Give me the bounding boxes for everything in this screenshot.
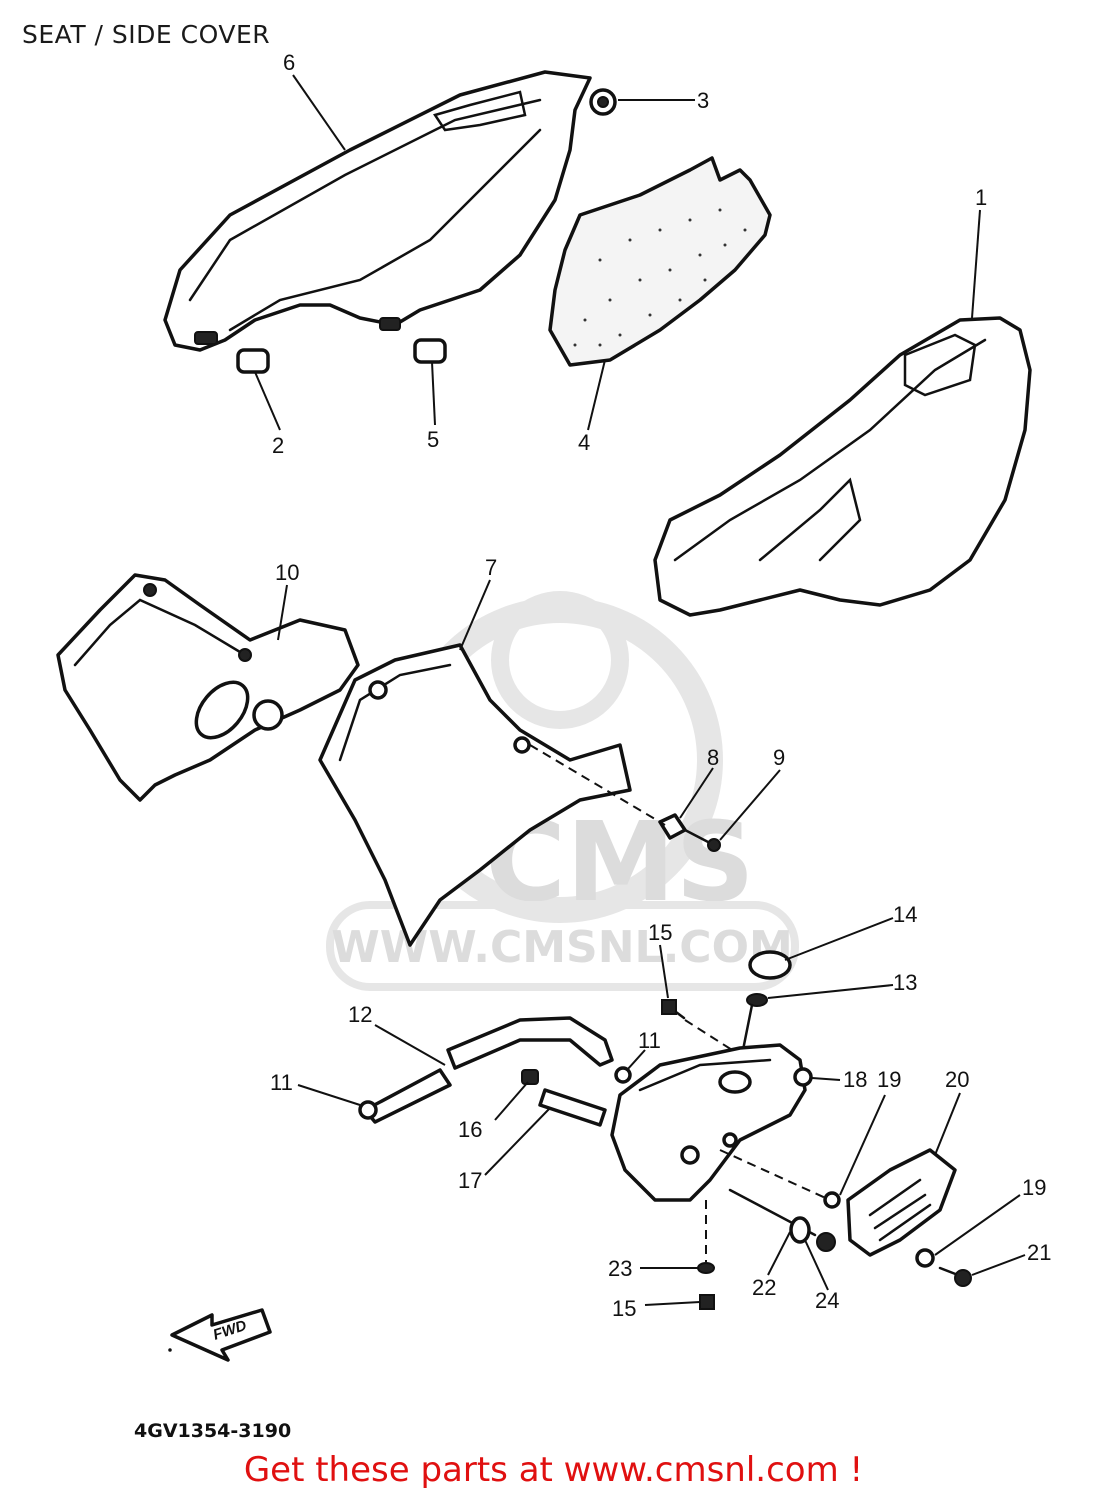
part-10-front-cover [56, 573, 360, 802]
part-17-hose-short [538, 1088, 607, 1127]
callout-1: 1 [975, 185, 987, 210]
part-4-foam-pad [548, 156, 772, 367]
part-7-lower-cover [318, 643, 632, 947]
part-23-washer [697, 1262, 715, 1274]
callout-15-top: 15 [648, 920, 672, 945]
watermark-url: WWW.CMSNL.COM [331, 922, 793, 973]
part-14-cap [748, 950, 792, 980]
part-13-washer [746, 993, 768, 1007]
callout-10: 10 [275, 560, 299, 585]
callout-4: 4 [578, 430, 590, 455]
callout-19-upper: 19 [877, 1067, 901, 1092]
part-24-washer [789, 1216, 811, 1244]
callout-6: 6 [283, 50, 295, 75]
callout-11-right: 11 [638, 1028, 661, 1053]
callout-21: 21 [1027, 1240, 1051, 1265]
part-19-washer-lower [915, 1248, 935, 1268]
callout-16: 16 [458, 1117, 482, 1142]
footer-link-text[interactable]: Get these parts at www.cmsnl.com ! [243, 1450, 864, 1490]
tank-assembly [610, 1043, 807, 1202]
part-21-screw [938, 1266, 972, 1287]
callout-8: 8 [707, 745, 719, 770]
assembly-line-7-8 [529, 744, 666, 826]
part-20-guard [846, 1148, 957, 1257]
callout-5: 5 [427, 427, 439, 452]
drawing-number: 4GV1354-3190 [134, 1420, 292, 1442]
callout-14: 14 [893, 902, 917, 927]
part-15-bolt-lower [699, 1294, 715, 1310]
callout-19-lower: 19 [1022, 1175, 1046, 1200]
callout-23: 23 [608, 1256, 632, 1281]
part-18-grommet [793, 1067, 813, 1087]
callout-9: 9 [773, 745, 785, 770]
diagram-title: SEAT / SIDE COVER [22, 20, 271, 49]
part-11-clip-right [614, 1066, 632, 1084]
callout-2: 2 [272, 433, 284, 458]
callout-7: 7 [485, 555, 497, 580]
part-9-screw [683, 828, 721, 852]
leader-lines [254, 74, 1026, 1306]
fwd-arrow-icon: FWD [168, 1308, 272, 1362]
assembly-line-22 [719, 1149, 831, 1201]
callout-3: 3 [697, 88, 709, 113]
callout-20: 20 [945, 1067, 969, 1092]
part-22-bolt [728, 1188, 836, 1252]
part-1-side-cover-right [653, 316, 1032, 617]
part-6-side-cover-left [163, 70, 592, 352]
part-11-clip-left [358, 1100, 378, 1120]
assembly-line-15 [684, 1019, 741, 1056]
part-16-nut [521, 1069, 539, 1085]
part-19-washer-upper [823, 1191, 841, 1209]
callout-15-lower: 15 [612, 1296, 636, 1321]
part-3-nut [589, 88, 617, 116]
callout-13: 13 [893, 970, 917, 995]
callout-24: 24 [815, 1288, 839, 1313]
callout-17: 17 [458, 1168, 482, 1193]
part-15-bolt-top [661, 999, 686, 1020]
part-5-grommet [413, 338, 447, 364]
part-2-grommet [236, 348, 270, 374]
callout-18: 18 [843, 1067, 867, 1092]
callout-12: 12 [348, 1002, 372, 1027]
callouts: 6 3 1 2 5 4 10 7 8 9 14 15 13 12 11 11 1… [270, 50, 1051, 1321]
callout-22: 22 [752, 1275, 776, 1300]
callout-11-left: 11 [270, 1070, 293, 1095]
